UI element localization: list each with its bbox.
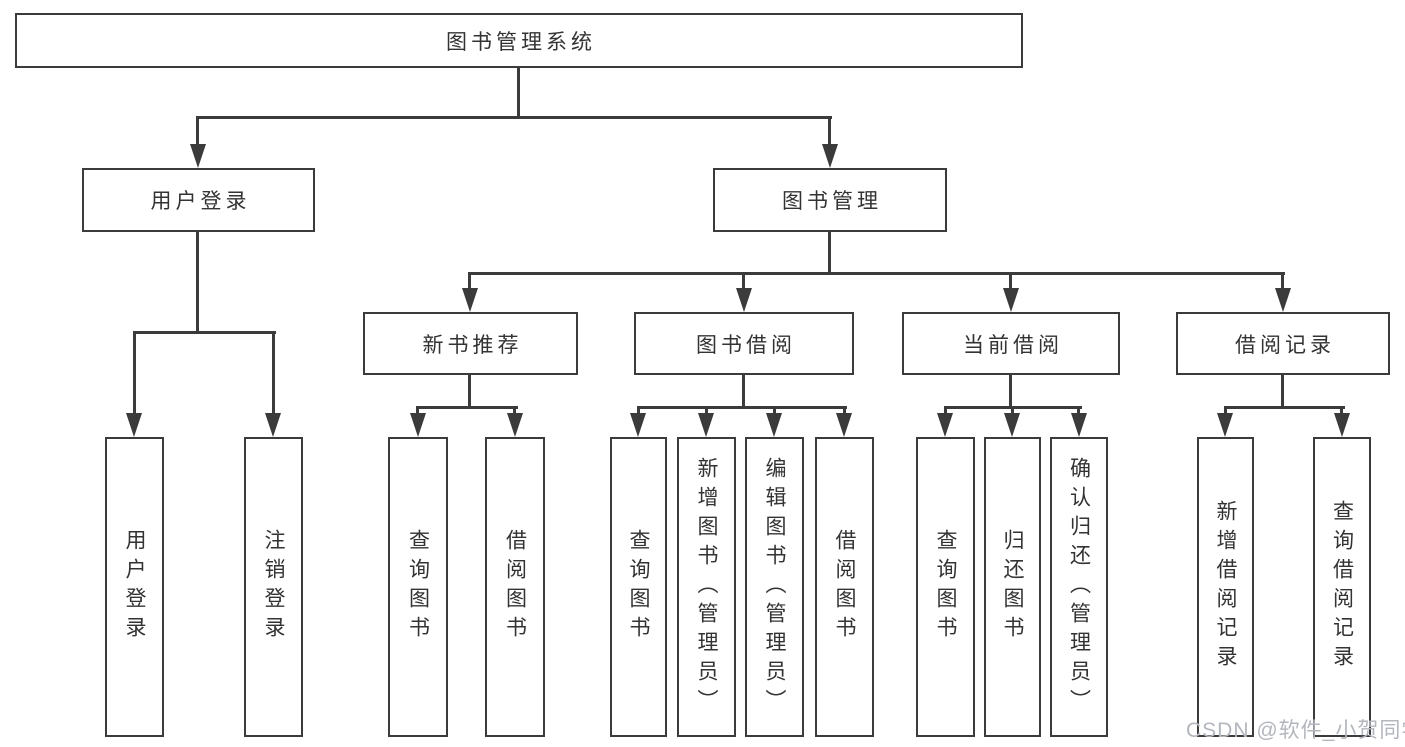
arrowhead — [836, 413, 852, 437]
line-segment — [1009, 272, 1012, 290]
leaf-logout-login: 注销登录 — [244, 437, 303, 737]
line-segment — [133, 331, 136, 415]
leaf-borrow-books-recommend: 借阅图书 — [485, 437, 545, 737]
line-segment — [517, 68, 520, 118]
line-segment — [1224, 406, 1227, 415]
line-segment — [416, 406, 419, 415]
line-segment — [773, 406, 776, 415]
leaf-query-books-recommend: 查询图书 — [388, 437, 448, 737]
arrowhead — [630, 413, 646, 437]
arrowhead — [1275, 288, 1291, 312]
line-segment — [828, 116, 831, 147]
line-segment — [1281, 272, 1284, 290]
arrowhead — [698, 413, 714, 437]
leaf-query-books-borrow: 查询图书 — [610, 437, 667, 737]
line-segment — [196, 116, 199, 147]
leaf-query-books-current: 查询图书 — [916, 437, 975, 737]
line-segment — [828, 232, 831, 274]
line-segment — [513, 406, 516, 415]
line-segment — [843, 406, 846, 415]
arrowhead — [265, 413, 281, 437]
leaf-query-borrow-record: 查询借阅记录 — [1313, 437, 1371, 737]
line-segment — [468, 272, 1285, 275]
line-segment — [637, 406, 640, 415]
line-segment — [637, 406, 847, 409]
line-segment — [133, 331, 276, 334]
line-segment — [196, 116, 832, 119]
leaf-user-login: 用户登录 — [105, 437, 164, 737]
leaf-add-borrow-record: 新增借阅记录 — [1197, 437, 1254, 737]
line-segment — [272, 331, 275, 415]
line-segment — [468, 375, 471, 408]
node-book-borrow: 图书借阅 — [634, 312, 854, 375]
line-segment — [416, 406, 518, 409]
arrowhead — [822, 144, 838, 168]
line-segment — [1009, 375, 1012, 408]
arrowhead — [736, 288, 752, 312]
arrowhead — [126, 413, 142, 437]
line-segment — [1077, 406, 1080, 415]
arrowhead — [1071, 413, 1087, 437]
arrowhead — [766, 413, 782, 437]
line-segment — [944, 406, 947, 415]
node-new-book-recommend: 新书推荐 — [363, 312, 578, 375]
node-library-management-system: 图书管理系统 — [15, 13, 1023, 68]
node-current-borrow: 当前借阅 — [902, 312, 1120, 375]
arrowhead — [1217, 413, 1233, 437]
leaf-confirm-return-admin: 确认归还（管理员） — [1050, 437, 1108, 737]
line-segment — [1011, 406, 1014, 415]
line-segment — [196, 232, 199, 333]
arrowhead — [190, 144, 206, 168]
arrowhead — [1004, 413, 1020, 437]
arrowhead — [507, 413, 523, 437]
line-segment — [742, 375, 745, 408]
arrowhead — [462, 288, 478, 312]
arrowhead — [410, 413, 426, 437]
arrowhead — [1003, 288, 1019, 312]
arrowhead — [1334, 413, 1350, 437]
csdn-watermark: CSDN @软件_小贺同学 — [1186, 719, 1405, 742]
node-book-management: 图书管理 — [713, 168, 947, 232]
leaf-borrow-books: 借阅图书 — [815, 437, 874, 737]
line-segment — [1224, 406, 1345, 409]
node-borrow-record: 借阅记录 — [1176, 312, 1390, 375]
leaf-add-book-admin: 新增图书（管理员） — [677, 437, 736, 737]
line-segment — [742, 272, 745, 290]
leaf-return-book: 归还图书 — [984, 437, 1041, 737]
line-segment — [1281, 375, 1284, 408]
arrowhead — [937, 413, 953, 437]
line-segment — [468, 272, 471, 290]
node-user-login: 用户登录 — [82, 168, 315, 232]
line-segment — [1340, 406, 1343, 415]
line-segment — [705, 406, 708, 415]
leaf-edit-book-admin: 编辑图书（管理员） — [745, 437, 804, 737]
